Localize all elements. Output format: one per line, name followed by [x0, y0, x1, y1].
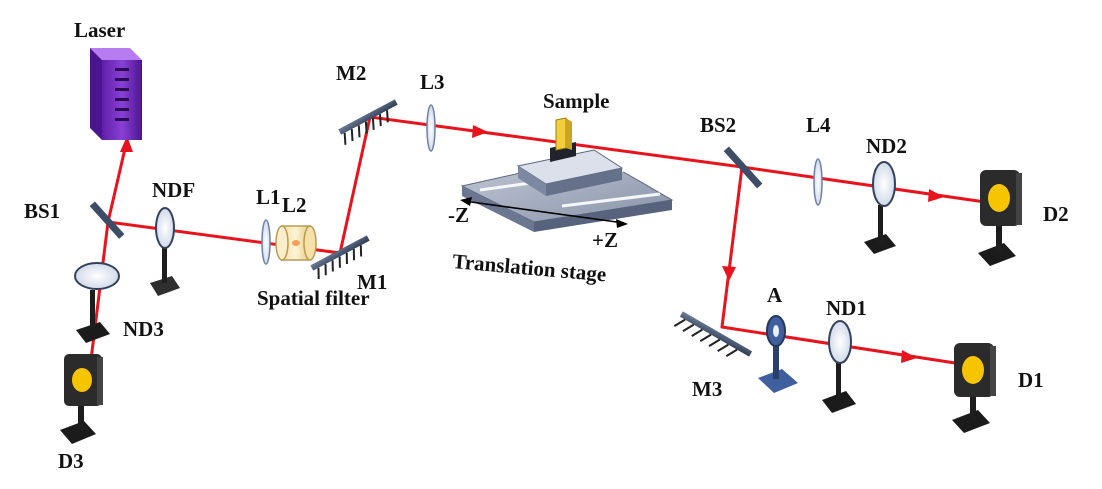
neutral-density-filter-ndf: [150, 207, 180, 296]
label-l2: L2: [282, 193, 307, 217]
label-nd3: ND3: [123, 317, 164, 341]
label-m1: M1: [357, 270, 387, 294]
label-bs2: BS2: [700, 113, 736, 137]
label-l1: L1: [256, 185, 281, 209]
detector-d3: [60, 354, 103, 444]
label-nd1: ND1: [826, 296, 867, 320]
sample-holder: [550, 117, 576, 162]
lens-l1: [261, 219, 271, 265]
beam-m1-to-m2: [338, 115, 372, 255]
neutral-density-filter-nd1: [822, 320, 856, 413]
mirror-m2: [338, 99, 398, 145]
neutral-density-filter-nd3: [74, 262, 120, 343]
spatial-filter-l2: [275, 225, 317, 261]
detector-d2: [978, 170, 1022, 266]
detector-d1: [952, 343, 996, 433]
label-l4: L4: [806, 113, 831, 137]
beam-splitter-bs1: [89, 201, 125, 239]
label-ndf: NDF: [152, 178, 195, 202]
beam-arrow-down-to-m3: [722, 266, 736, 281]
label-l3: L3: [420, 70, 445, 94]
label-translation-stage: Translation stage: [452, 249, 608, 286]
laser-source: [90, 48, 142, 140]
translation-stage: [460, 149, 674, 232]
neutral-density-filter-nd2: [864, 161, 896, 254]
lens-l3: [426, 104, 436, 152]
beam-bs2-to-d2: [740, 165, 987, 204]
label-m2: M2: [336, 61, 366, 85]
lens-l4: [813, 158, 823, 206]
beam-bs2-to-m3: [720, 165, 744, 329]
label-bs1: BS1: [24, 199, 60, 223]
label-sample: Sample: [543, 89, 610, 113]
beam-bs1-to-d3: [87, 220, 110, 378]
beam-arrow-upward: [120, 136, 133, 152]
label-d2: D2: [1043, 202, 1069, 226]
beam-laser-to-bs1: [106, 138, 129, 224]
label-spatial-filter: Spatial filter: [257, 286, 370, 310]
label-plus-z: +Z: [592, 228, 618, 252]
beam-arrow-to-stage: [472, 125, 488, 138]
label-d3: D3: [58, 449, 84, 473]
label-a: A: [767, 283, 783, 307]
mirror-m1: [310, 235, 370, 280]
beam-splitter-bs2: [723, 146, 763, 189]
label-minus-z: -Z: [448, 203, 469, 227]
beam-arrow-to-d1: [901, 350, 917, 363]
z-axis-arrow: [460, 197, 628, 228]
beam-arrow-to-d2: [928, 189, 944, 202]
label-d1: D1: [1018, 368, 1044, 392]
label-laser: Laser: [74, 18, 125, 42]
label-m3: M3: [692, 377, 722, 401]
mirror-m3: [673, 311, 753, 357]
aperture-a: [758, 315, 798, 393]
label-nd2: ND2: [866, 134, 907, 158]
